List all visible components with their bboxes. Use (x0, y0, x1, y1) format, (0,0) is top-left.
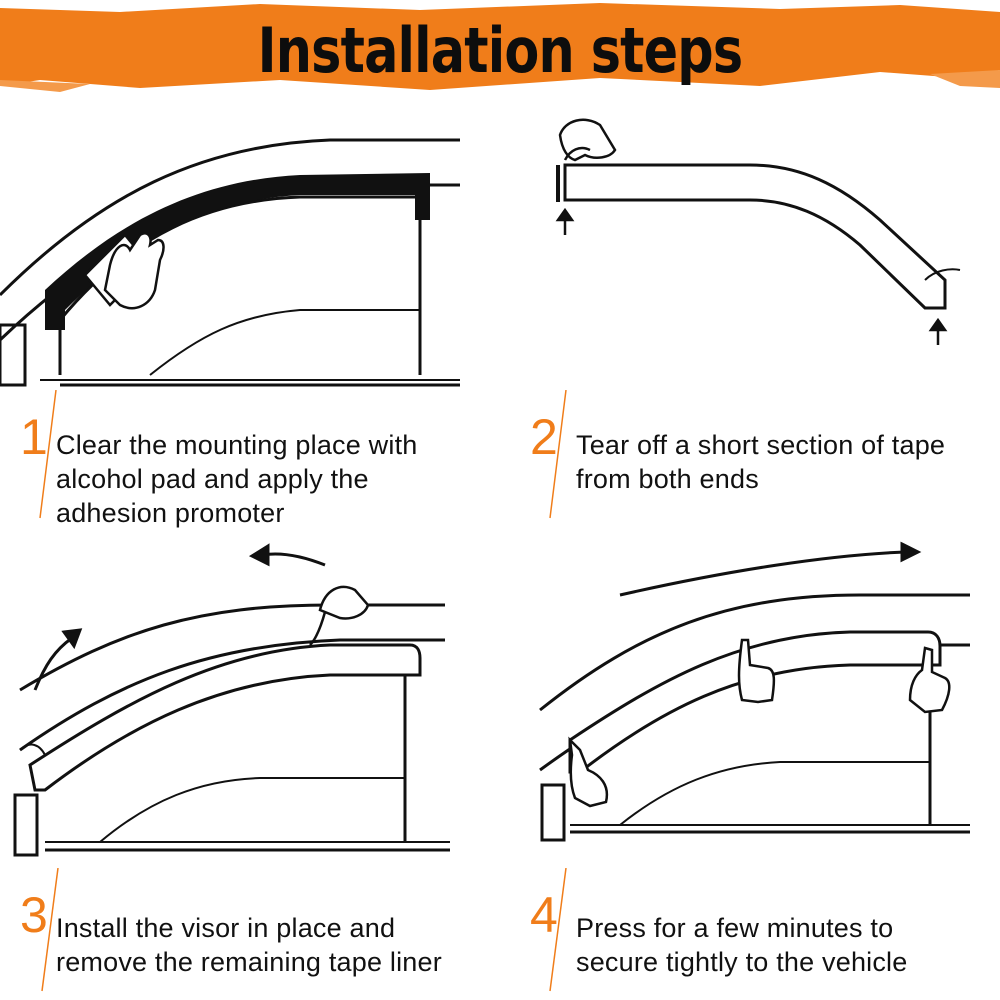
step1-illustration (0, 138, 460, 387)
step4-line1: Press for a few minutes to (576, 913, 894, 943)
step2-divider (549, 390, 567, 519)
step1-number: 1 (20, 409, 48, 465)
step1-line3: adhesion promoter (56, 498, 285, 528)
step4-description: Press for a few minutes to secure tightl… (576, 911, 907, 979)
pressing-hand-icon (568, 638, 951, 808)
step2-description: Tear off a short section of tape from bo… (576, 428, 945, 496)
step4-number: 4 (530, 887, 558, 943)
long-arrow-icon (619, 541, 922, 597)
curved-arrow-icon (33, 543, 326, 691)
title-banner: Installation steps (0, 0, 1000, 100)
hand-with-pad-icon (83, 232, 165, 310)
peeling-hand-icon (558, 118, 617, 162)
arrow-up-icon (555, 207, 948, 345)
step3-illustration (13, 543, 450, 857)
step4-divider (549, 868, 567, 992)
step1-line1: Clear the mounting place with (56, 430, 418, 460)
step3-line2: remove the remaining tape liner (56, 947, 442, 977)
step3-line1: Install the visor in place and (56, 913, 396, 943)
step1-divider (39, 390, 57, 519)
page-title: Installation steps (257, 14, 743, 87)
step2-illustration (555, 118, 961, 345)
step2-number: 2 (530, 409, 558, 465)
step2-line2: from both ends (576, 464, 759, 494)
step3-description: Install the visor in place and remove th… (56, 911, 442, 979)
step1-description: Clear the mounting place with alcohol pa… (56, 428, 418, 530)
step2-line1: Tear off a short section of tape (576, 430, 946, 460)
brush-stroke-background (0, 3, 1000, 92)
step1-line2: alcohol pad and apply the (56, 464, 369, 494)
step3-number: 3 (20, 887, 48, 943)
step4-line2: secure tightly to the vehicle (576, 947, 908, 977)
step4-illustration (539, 541, 970, 842)
hand-pulling-liner-icon (309, 585, 370, 646)
step3-divider (41, 868, 59, 992)
